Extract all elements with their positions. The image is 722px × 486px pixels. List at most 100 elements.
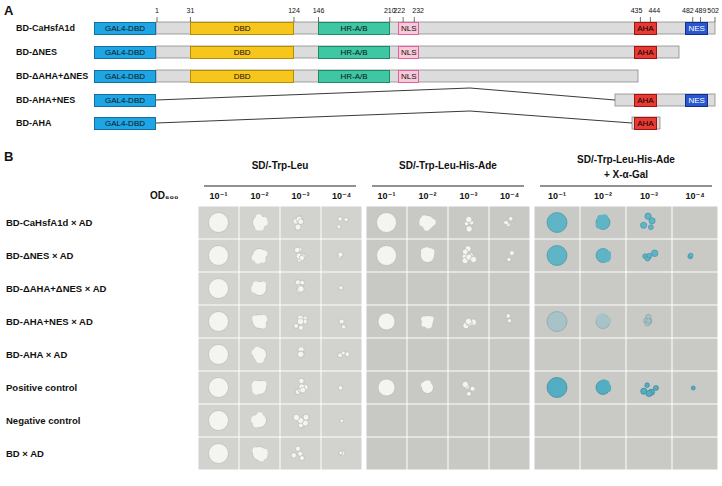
construct-name: BD-ΔAHA+ΔNES: [16, 71, 88, 81]
plate-cell: [627, 207, 672, 239]
plate-cell: [535, 306, 580, 338]
plate-cell: [281, 438, 321, 470]
plate-cell: [199, 306, 239, 338]
aha-motif: AHA: [634, 46, 656, 59]
yeast-colony: [648, 225, 653, 230]
yeast-colony: [605, 317, 611, 323]
plate-cell: [240, 438, 280, 470]
header-rule: [204, 186, 356, 187]
residue-number: 232: [412, 7, 424, 15]
strain-label: BD-AHA+NES × AD: [6, 316, 93, 327]
residue-number: 502: [707, 7, 719, 15]
plate-cell: [627, 240, 672, 272]
yeast-colony: [253, 388, 259, 394]
yeast-colony: [378, 379, 395, 396]
plate-cell: [581, 207, 626, 239]
aha-motif: AHA: [634, 117, 656, 130]
domain-label: NLS: [401, 71, 417, 82]
yeast-colony: [252, 447, 258, 453]
plate-cell: [449, 240, 489, 272]
domain-label: NES: [688, 23, 704, 34]
plate-cell: [627, 405, 672, 437]
yeast-colony: [258, 224, 264, 230]
yeast-colony: [338, 252, 343, 257]
plate-cell: [322, 306, 362, 338]
plate-cell: [449, 273, 489, 305]
plate-cell: [408, 339, 448, 371]
od-label: OD₆₀₀: [150, 190, 179, 202]
yeast-colony: [209, 378, 229, 398]
plate-cell: [281, 306, 321, 338]
yeast-colony: [298, 325, 303, 330]
domain-label: AHA: [637, 47, 653, 58]
plate-cell: [408, 207, 448, 239]
plate-cell: [281, 405, 321, 437]
yeast-colony: [600, 379, 606, 385]
gal4-dbd-box: GAL4-DBD: [94, 22, 156, 35]
plate-cell: [535, 372, 580, 404]
protein-bar: [156, 70, 638, 82]
yeast-colony: [251, 285, 257, 291]
dilution-value: 10⁻²: [251, 191, 269, 201]
yeast-colony: [507, 319, 511, 323]
position-tick: [715, 17, 716, 22]
yeast-colony: [295, 224, 301, 230]
yeast-colony: [258, 356, 264, 362]
yeast-colony: [421, 383, 426, 388]
yeast-colony: [428, 316, 433, 321]
yeast-colony: [427, 248, 433, 254]
plate-cell: [408, 273, 448, 305]
yeast-colony: [462, 249, 468, 255]
yeast-colony: [209, 444, 229, 464]
yeast-colony: [300, 280, 305, 285]
strain-label: BD-ΔNES × AD: [6, 250, 73, 261]
yeast-colony: [260, 381, 266, 387]
domain-label: DBD: [234, 47, 251, 58]
yeast-colony: [645, 383, 650, 388]
header-rule: [540, 186, 712, 187]
plate-cell: [490, 207, 530, 239]
strain-label: BD × AD: [6, 448, 44, 459]
dilution-value: 10⁻¹: [548, 191, 566, 201]
plate-cell: [322, 240, 362, 272]
plate-cell: [240, 405, 280, 437]
yeast-colony: [422, 382, 434, 394]
yeast-colony: [339, 451, 343, 455]
plate-cell: [673, 306, 718, 338]
yeast-colony: [504, 220, 509, 225]
yeast-colony: [298, 351, 304, 357]
plate-cell: [449, 306, 489, 338]
plate-cell: [240, 339, 280, 371]
dilution-value: 10⁻³: [460, 191, 478, 201]
yeast-colony: [261, 316, 267, 322]
yeast-colony: [209, 246, 229, 266]
plate-cell: [535, 438, 580, 470]
plate-cell: [367, 405, 407, 437]
plate-cell: [535, 273, 580, 305]
yeast-colony: [298, 219, 304, 225]
yeast-colony: [257, 412, 263, 418]
domain-label: GAL4-DBD: [105, 71, 145, 82]
plate-cell: [367, 306, 407, 338]
yeast-colony: [339, 319, 344, 324]
plate-cell: [449, 207, 489, 239]
strain-label: BD-CaHsfA1d × AD: [6, 217, 92, 228]
plate-cell: [673, 339, 718, 371]
plate-cell: [367, 372, 407, 404]
domain-label: HR-A/B: [341, 47, 368, 58]
plate-cell: [367, 207, 407, 239]
yeast-colony: [298, 451, 303, 456]
plate-cell: [199, 207, 239, 239]
plate-cell: [322, 405, 362, 437]
strain-label: BD-ΔAHA+ΔNES × AD: [6, 283, 106, 294]
yeast-colony: [465, 318, 471, 324]
yeast-colony: [601, 215, 607, 221]
plate-cell: [581, 372, 626, 404]
yeast-colony: [295, 446, 300, 451]
yeast-colony: [209, 213, 229, 233]
plate-cell: [240, 273, 280, 305]
plate-cell: [281, 339, 321, 371]
residue-number: 31: [187, 7, 195, 15]
plate-cell: [581, 306, 626, 338]
yeast-colony: [255, 257, 261, 263]
